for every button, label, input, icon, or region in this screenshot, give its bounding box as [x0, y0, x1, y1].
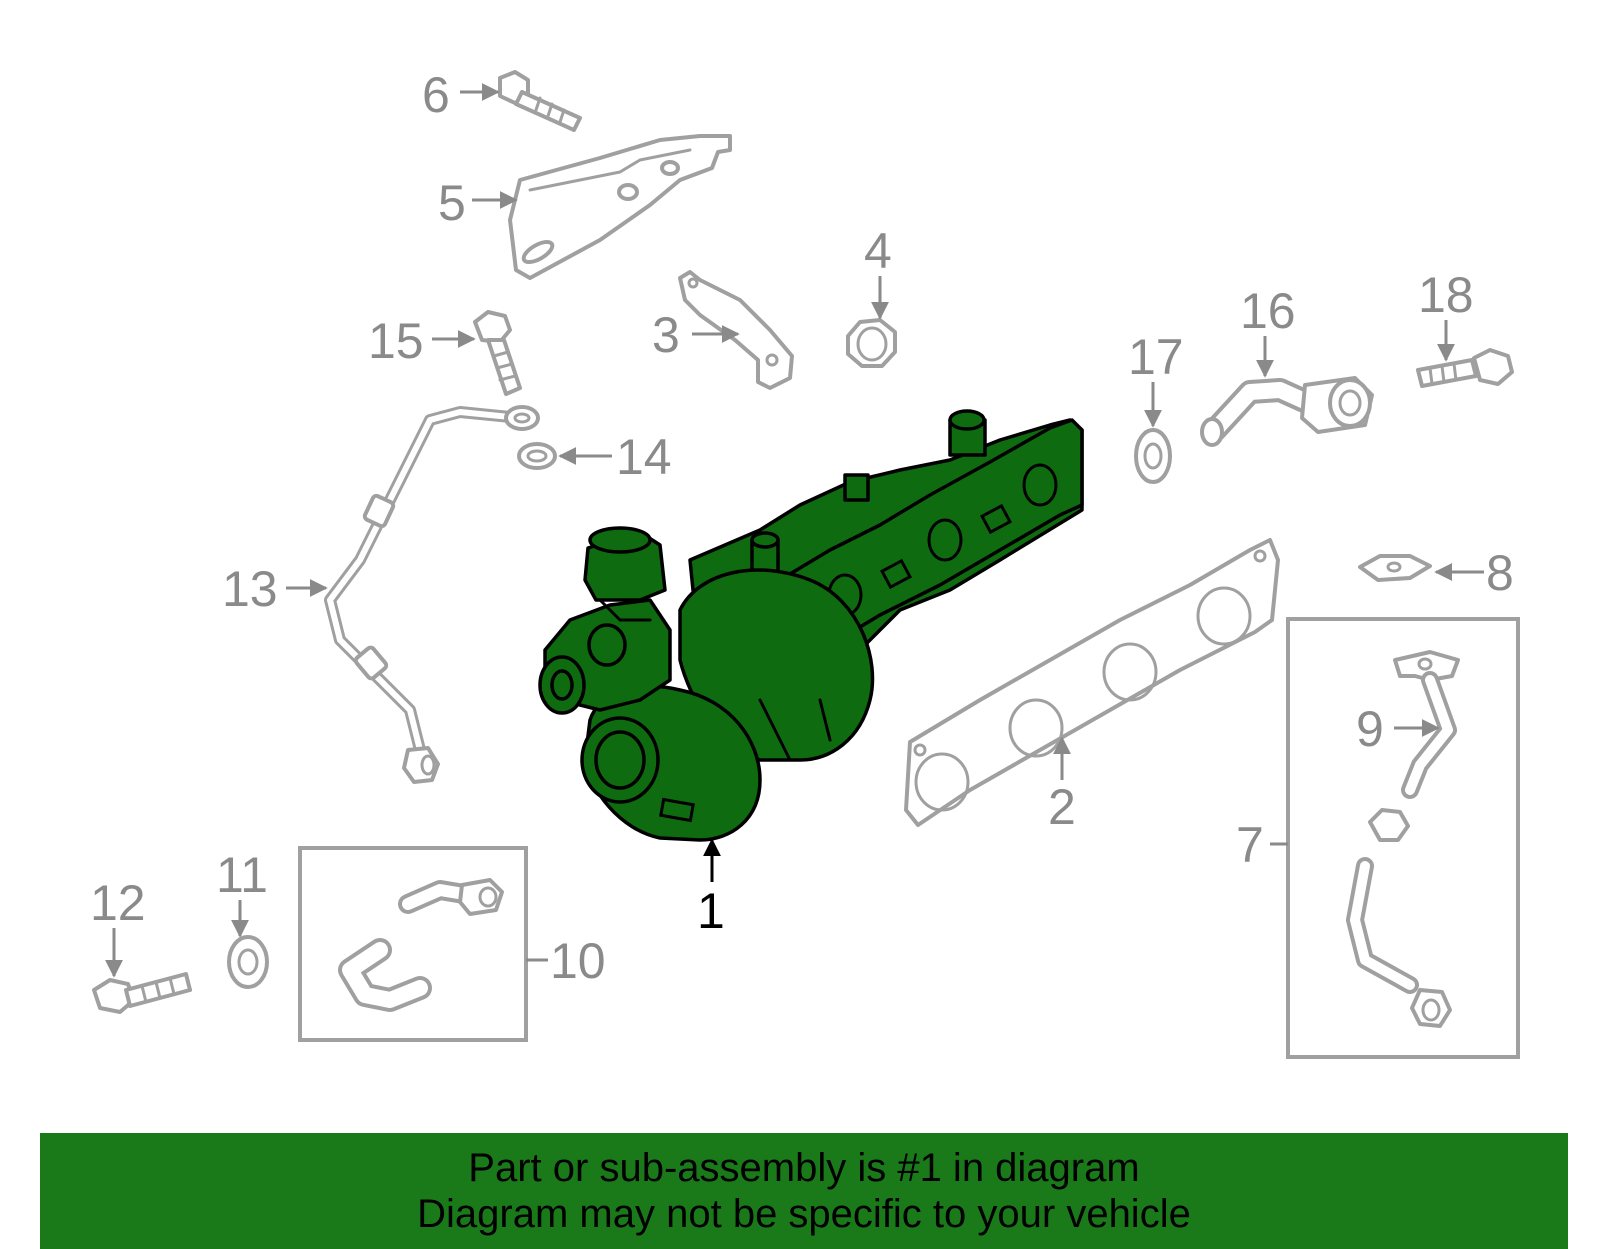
callout-13: 13 — [222, 561, 278, 617]
part-18-bolt — [1416, 348, 1514, 388]
callout-5: 5 — [438, 175, 466, 231]
part-5-heat-shield — [508, 134, 732, 280]
part-8-gasket — [1358, 554, 1432, 582]
callout-arrows — [105, 83, 1484, 978]
part-17-washer — [1134, 428, 1172, 484]
callout-7: 7 — [1236, 817, 1264, 873]
part-14-washer — [517, 442, 557, 470]
callout-1: 1 — [697, 883, 725, 939]
part-2-gasket — [904, 538, 1280, 827]
part-13-oil-line — [324, 405, 540, 784]
callout-2: 2 — [1048, 779, 1076, 835]
part-11-washer — [227, 935, 269, 989]
callout-11: 11 — [216, 847, 268, 903]
part-7-kit — [1286, 617, 1520, 1059]
callout-15: 15 — [368, 313, 424, 369]
part-4-nut — [846, 318, 897, 368]
part-1-turbocharger — [538, 409, 1084, 842]
banner-line-1: Part or sub-assembly is #1 in diagram — [468, 1146, 1140, 1190]
callout-3: 3 — [652, 307, 680, 363]
callout-16: 16 — [1240, 283, 1296, 339]
callout-12: 12 — [90, 875, 146, 931]
callout-17: 17 — [1128, 329, 1184, 385]
callout-18: 18 — [1418, 267, 1474, 323]
callout-6: 6 — [422, 67, 450, 123]
callout-8: 8 — [1486, 545, 1514, 601]
callout-14: 14 — [616, 429, 672, 485]
banner-line-2: Diagram may not be specific to your vehi… — [417, 1192, 1191, 1236]
callout-labels: 6 5 3 4 15 14 13 16 17 18 8 9 2 7 10 11 … — [90, 67, 1514, 989]
part-16-pipe — [1200, 376, 1374, 447]
part-6-bolt — [498, 70, 582, 132]
part-3-bracket — [678, 270, 794, 390]
part-10-kit — [298, 846, 528, 1042]
parts-diagram: 6 5 3 4 15 14 13 16 17 18 8 9 2 7 10 11 … — [90, 67, 1520, 1059]
callout-4: 4 — [864, 223, 892, 279]
callout-10: 10 — [550, 933, 606, 989]
info-banner: Part or sub-assembly is #1 in diagram Di… — [40, 1133, 1568, 1249]
part-15-bolt — [473, 310, 522, 396]
callout-9: 9 — [1356, 701, 1384, 757]
part-12-bolt — [92, 972, 192, 1014]
